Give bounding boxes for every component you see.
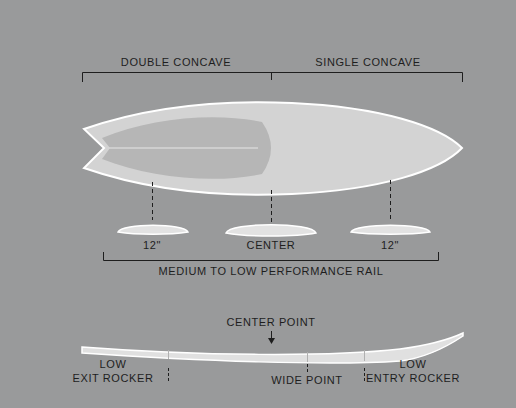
tick <box>307 364 308 372</box>
rail-bracket <box>104 252 439 261</box>
position-label: 12" <box>143 239 161 253</box>
rail-label: MEDIUM TO LOW PERFORMANCE RAIL <box>159 265 384 279</box>
rail-section <box>351 225 430 234</box>
leader-lines <box>153 180 391 222</box>
position-label: CENTER <box>247 239 296 253</box>
profile-divider <box>307 352 308 362</box>
board-outline <box>84 102 462 194</box>
tick <box>168 368 169 382</box>
point-label: CENTER POINT <box>226 316 315 330</box>
rail-section <box>226 225 316 236</box>
leader-line <box>271 190 272 222</box>
profile-dividers <box>169 350 365 362</box>
arrow-head <box>268 338 275 344</box>
position-label: 12" <box>381 239 399 253</box>
rocker-label: LOW EXIT ROCKER <box>73 358 154 386</box>
profile-divider <box>364 350 365 361</box>
rocker-label: LOW ENTRY ROCKER <box>366 358 460 386</box>
rail-sections <box>118 225 430 236</box>
profile-divider <box>168 350 169 359</box>
leader-line <box>152 182 153 220</box>
stringer <box>108 147 258 149</box>
tick <box>364 368 365 382</box>
concave-bracket <box>83 73 463 83</box>
region-label: SINGLE CONCAVE <box>315 56 420 70</box>
brackets <box>83 73 463 261</box>
point-label: WIDE POINT <box>271 374 342 388</box>
double-concave-area <box>102 117 271 179</box>
region-label: DOUBLE CONCAVE <box>121 56 231 70</box>
leader-line <box>390 180 391 220</box>
bracket-divider <box>271 73 272 81</box>
rail-section <box>118 225 188 234</box>
